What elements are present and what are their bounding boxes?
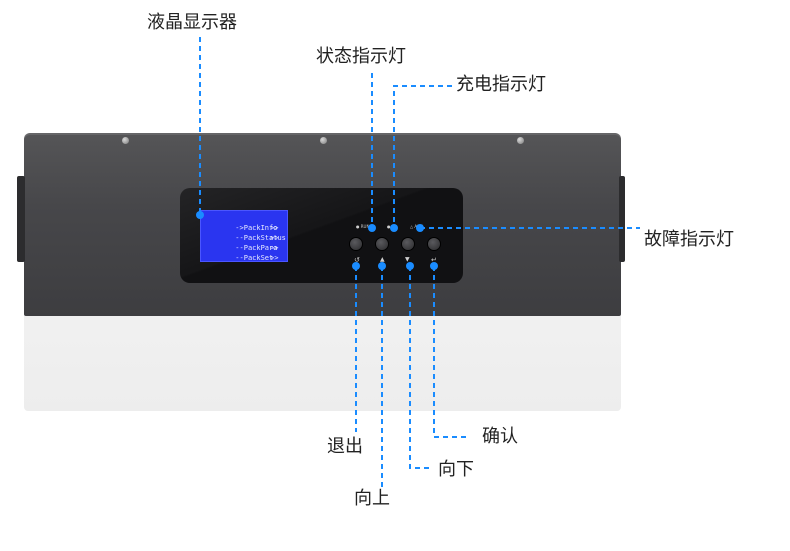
- up-key-icon: ▲: [380, 256, 385, 263]
- charge-indicator-callout: 充电指示灯: [456, 74, 546, 95]
- lcd-menu-item: --PackStatus>>: [210, 225, 286, 242]
- charge-leader: [393, 85, 452, 228]
- down-dot: [406, 262, 414, 270]
- lcd-menu-item-arrow: >>: [270, 254, 279, 262]
- lcd-menu-item: --PackPara>>: [210, 235, 284, 252]
- up-key[interactable]: [376, 238, 388, 250]
- enter-key[interactable]: [428, 238, 440, 250]
- lcd-menu-item-arrow: >>: [270, 224, 279, 232]
- exit-key[interactable]: [350, 238, 362, 250]
- confirm-leader: [433, 266, 470, 438]
- lcd-menu-item-arrow: >>: [270, 244, 279, 252]
- right-handle: [619, 176, 625, 262]
- exit-key-icon: ↺: [354, 256, 360, 264]
- exit-dot: [352, 262, 360, 270]
- up-callout: 向上: [354, 488, 390, 509]
- status-indicator-label: ● RUN: [356, 224, 370, 229]
- lcd-menu-item-text: --PackSet: [235, 254, 274, 262]
- charge-dot: [390, 224, 398, 232]
- status-dot: [368, 224, 376, 232]
- down-leader: [409, 266, 432, 469]
- lcd-screen: ->PackInfo>> --PackStatus>> --PackPara>>…: [200, 210, 288, 262]
- lcd-callout: 液晶显示器: [147, 12, 237, 33]
- lcd-menu-item: --PackSet>>: [210, 245, 284, 262]
- fault-dot: [416, 224, 424, 232]
- confirm-callout: 确认: [482, 426, 518, 447]
- screw-icon: [517, 137, 524, 144]
- lcd-menu-item: ->PackInfo>>: [210, 215, 284, 232]
- enter-key-icon: ↵: [431, 256, 437, 264]
- down-key[interactable]: [402, 238, 414, 250]
- confirm-dot: [430, 262, 438, 270]
- fault-indicator-callout: 故障指示灯: [644, 229, 734, 250]
- lcd-dot: [196, 211, 204, 219]
- screw-icon: [320, 137, 327, 144]
- left-handle: [17, 176, 25, 262]
- lcd-menu-item-text: ->PackInfo: [235, 224, 278, 232]
- up-dot: [378, 262, 386, 270]
- down-key-icon: ▼: [405, 256, 410, 263]
- lcd-menu-item-arrow: >>: [270, 234, 279, 242]
- lcd-menu-item-text: --PackPara: [235, 244, 278, 252]
- charge-indicator-label: ●: [387, 224, 391, 229]
- exit-callout: 退出: [327, 436, 363, 457]
- lcd-menu-item-text: --PackStatus: [235, 234, 286, 242]
- down-callout: 向下: [438, 459, 474, 480]
- status-indicator-callout: 状态指示灯: [316, 46, 406, 67]
- screw-icon: [122, 137, 129, 144]
